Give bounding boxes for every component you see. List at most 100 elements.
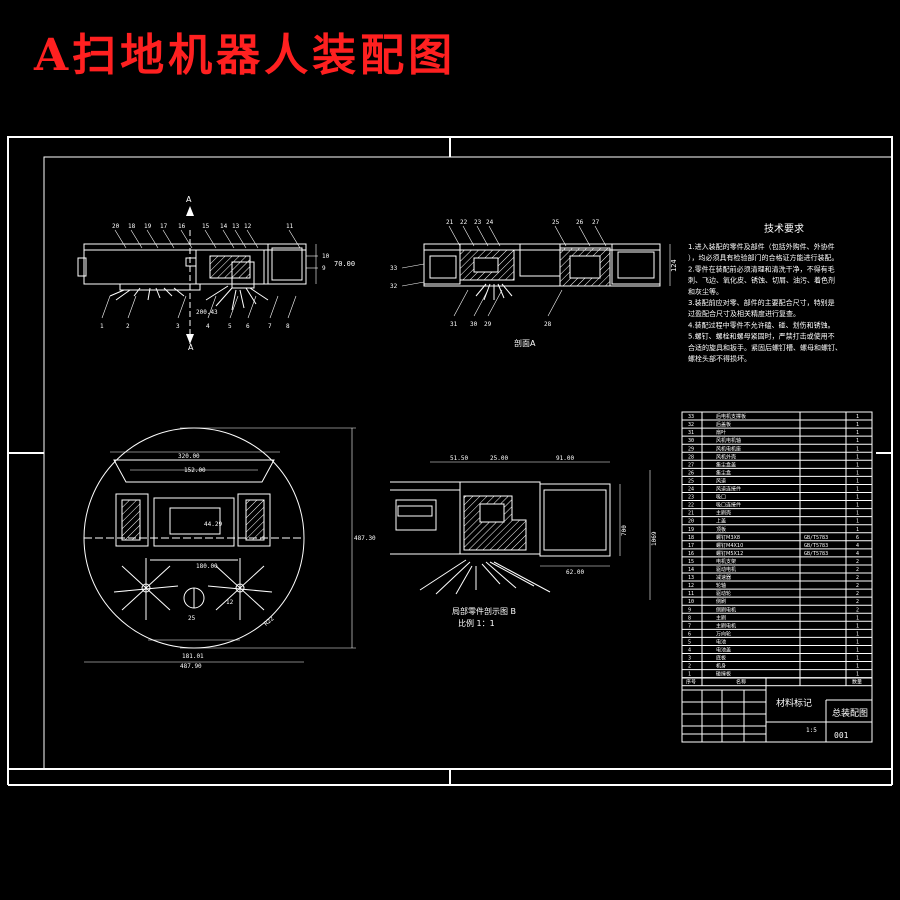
bom-row-name: 侧刷 — [716, 598, 726, 605]
callout-24: 24 — [486, 219, 494, 226]
bom-row-no: 26 — [688, 470, 694, 476]
callout-26: 26 — [576, 219, 584, 226]
top-height-dim: 487.30 — [354, 535, 376, 542]
bom-row-qty: 1 — [856, 623, 859, 629]
callout-12: 12 — [244, 223, 252, 230]
bom-row-name: 机身 — [716, 663, 726, 670]
tech-req-line: 2.零件在装配前必须清理和清洗干净，不得有毛 — [688, 264, 835, 273]
detail-b-view: 51.50 25.00 91.00 62.00 700 1069 局部零件剖示图… — [390, 455, 658, 628]
bom-row-no: 5 — [688, 639, 691, 645]
bom-row-name: 后盖板 — [716, 421, 731, 428]
bom-row-no: 7 — [688, 623, 691, 629]
section-a-view: 124 剖面A — [423, 243, 678, 348]
bom-row-name: 吸口 — [716, 495, 726, 501]
callout-14: 14 — [220, 223, 228, 230]
bom-row-qty: 1 — [856, 422, 859, 428]
bom-row-name: 主刷电机 — [716, 622, 736, 629]
callout-20: 20 — [112, 223, 120, 230]
top-center: 25 — [188, 615, 196, 622]
top-outer-width: 487.90 — [180, 663, 202, 670]
tech-req-line: 3.装配前应对零、部件的主要配合尺寸，特别是 — [688, 298, 835, 307]
bom-row-name: 顶板 — [716, 526, 726, 533]
bom-row-qty: 1 — [856, 527, 859, 533]
bom-row-name: 风机外壳 — [716, 453, 736, 460]
title-block-scale: 1:5 — [806, 727, 817, 734]
bom-row-qty: 1 — [856, 672, 859, 678]
bom-row-qty: 1 — [856, 631, 859, 637]
bom-row-qty: 2 — [856, 567, 859, 573]
bom-row-no: 14 — [688, 567, 694, 573]
callout-21: 21 — [446, 219, 454, 226]
top-inner-dim: 44.29 — [204, 521, 222, 528]
tech-req-line: 和灰尘等。 — [688, 287, 723, 296]
bom-row-no: 19 — [688, 527, 694, 533]
bom-row-qty: 2 — [856, 591, 859, 597]
bom-row-qty: 1 — [856, 438, 859, 444]
bom-row-no: 24 — [688, 487, 694, 493]
top-radius: R22 — [263, 615, 276, 628]
callout-9: 9 — [322, 265, 326, 272]
detail-scale-label: 比例 1：1 — [458, 618, 495, 628]
tech-req-line: 过盈配合尺寸及相关精度进行复查。 — [688, 309, 800, 318]
bom-row-qty: 1 — [856, 462, 859, 468]
bom-row-no: 29 — [688, 446, 694, 452]
detail-dim-b: 25.00 — [490, 455, 508, 462]
bom-row-no: 32 — [688, 422, 694, 428]
bom-row-no: 15 — [688, 559, 694, 565]
tech-req-heading: 技术要求 — [764, 222, 804, 235]
bom-row-qty: 1 — [856, 615, 859, 621]
bom-row-name: 风机电机座 — [716, 445, 741, 452]
bom-row-no: 13 — [688, 575, 694, 581]
callout-23: 23 — [474, 219, 482, 226]
bom-row-qty: 1 — [856, 519, 859, 525]
bom-header-qty: 数量 — [852, 679, 862, 686]
callout-3: 3 — [176, 323, 180, 330]
bom-row-no: 25 — [688, 478, 694, 484]
bom-row-no: 11 — [688, 591, 694, 597]
detail-h1: 700 — [621, 525, 628, 536]
callout-33: 33 — [390, 265, 398, 272]
bom-row-qty: 1 — [856, 511, 859, 517]
title-block-name: 总装配图 — [832, 707, 868, 719]
bom-row-no: 28 — [688, 454, 694, 460]
callout-30: 30 — [470, 321, 478, 328]
bom-row-no: 12 — [688, 583, 694, 589]
tech-req-line: 1.进入装配的零件及部件（包括外购件、外协件 — [688, 242, 835, 251]
bom-row-qty: 2 — [856, 599, 859, 605]
tech-req-line: 刺、飞边、氧化皮、锈蚀、切屑、油污、着色剂 — [688, 276, 835, 285]
bom-row-name: 风道连接件 — [716, 486, 741, 493]
bom-row-name: 轮轴 — [716, 582, 726, 589]
section-height-dim: 124 — [670, 259, 678, 272]
callout-4: 4 — [206, 323, 210, 330]
callout-18: 18 — [128, 223, 136, 230]
front-height-dim: 70.00 — [334, 260, 355, 268]
bom-row-no: 21 — [688, 511, 694, 517]
bom-header-name: 名称 — [736, 679, 746, 686]
bom-row-no: 23 — [688, 495, 694, 501]
bom-row-no: 8 — [688, 615, 691, 621]
bom-row-name: 集尘盒 — [716, 469, 731, 476]
bom-row-qty: 1 — [856, 639, 859, 645]
top-bottom-inner: 181.01 — [182, 653, 204, 660]
bom-row-name: 风道 — [716, 477, 726, 484]
bom-row-name: 上盖 — [716, 518, 726, 525]
bom-row-name: 主刷壳 — [716, 510, 731, 517]
callout-5: 5 — [228, 323, 232, 330]
bom-row-name: 螺钉M4X10 — [716, 542, 743, 549]
bom-row-qty: 1 — [856, 430, 859, 436]
bom-row-name: 底板 — [716, 655, 726, 662]
top-middle: 180.00 — [196, 563, 218, 570]
bom-row-name: 减速器 — [716, 574, 731, 581]
tech-req-lines: 1.进入装配的零件及部件（包括外购件、外协件），均必须具有检验部门的合格证方能进… — [688, 242, 842, 363]
bom-row-no: 3 — [688, 656, 691, 662]
callout-7: 7 — [268, 323, 272, 330]
bom-row-no: 31 — [688, 430, 694, 436]
bom-row-qty: 1 — [856, 446, 859, 452]
bom-row-no: 33 — [688, 414, 694, 420]
detail-h2: 1069 — [651, 531, 658, 546]
bom-row-name: 螺钉M3X8 — [716, 534, 740, 541]
